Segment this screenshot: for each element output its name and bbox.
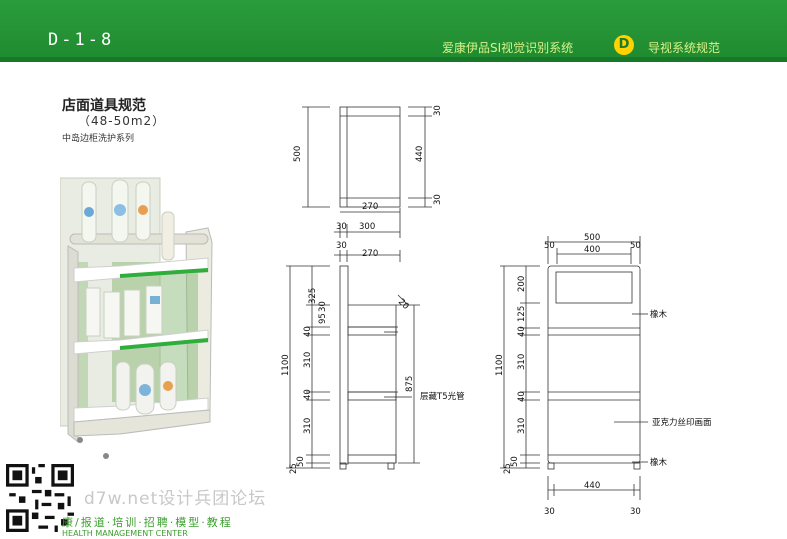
section-badge: D [614, 35, 634, 55]
dim-side-95: 95 [318, 313, 328, 324]
dim-front-1100: 1100 [495, 354, 505, 376]
dim-side-310b: 310 [303, 418, 313, 434]
dim-front-50b: 50 [630, 241, 641, 251]
label-wood-top: 橡木 [650, 309, 668, 320]
shelf-rendering [60, 177, 213, 459]
label-light: 层藏T5光管 [420, 391, 465, 402]
dim-top-30a: 30 [433, 105, 443, 116]
page-series: 中岛边柜洗护系列 [62, 134, 135, 144]
dim-side-270: 270 [362, 249, 378, 259]
dim-top-270: 270 [362, 202, 378, 212]
dim-front-400: 400 [584, 245, 600, 255]
dim-side-20: 20 [396, 297, 411, 312]
dim-front-40b: 40 [517, 391, 527, 402]
qr-code [6, 464, 74, 532]
dim-side-30: 30 [336, 241, 347, 251]
dim-front-125: 125 [517, 306, 527, 322]
dim-top-440: 440 [415, 146, 425, 162]
footer-slogan: 康/报道·培训·招聘·模型·教程 [62, 516, 233, 529]
page-area: （48-50m2） [78, 114, 166, 128]
dim-side-40a: 40 [303, 326, 313, 337]
dim-front-310b: 310 [517, 418, 527, 434]
section-subtitle: 导视系统规范 [648, 41, 721, 55]
dim-side-325: 325 [308, 288, 318, 304]
dim-side-1100: 1100 [281, 354, 291, 376]
dim-front-310a: 310 [517, 354, 527, 370]
dim-top-500: 500 [293, 146, 303, 162]
header-bar: D-1-8 爱康伊品SI视觉识别系统 D 导视系统规范 [0, 0, 787, 62]
forum-watermark: d7w.net设计兵团论坛 [84, 489, 267, 509]
dim-front-50: 50 [510, 456, 520, 467]
dim-front-30a: 30 [544, 507, 555, 517]
dim-front-500: 500 [584, 233, 600, 243]
dim-front-40a: 40 [517, 326, 527, 337]
label-wood-bottom: 橡木 [650, 457, 668, 468]
dim-top-30b: 30 [433, 194, 443, 205]
dim-front-30b: 30 [630, 507, 641, 517]
dim-side-40b: 40 [303, 389, 313, 400]
header-stripe [0, 57, 787, 62]
page-code: D-1-8 [48, 30, 115, 50]
dim-front-200: 200 [517, 276, 527, 292]
dim-side-875: 875 [405, 376, 415, 392]
dim-front-25: 25 [503, 463, 513, 474]
dim-top-30c: 30 [336, 222, 347, 232]
label-acrylic: 亚克力丝印画面 [652, 417, 712, 428]
dim-front-440: 440 [584, 481, 600, 491]
dim-side-50: 50 [296, 456, 306, 467]
dim-side-25: 25 [289, 463, 299, 474]
system-title: 爱康伊品SI视觉识别系统 [442, 41, 574, 55]
page-title: 店面道具规范 [62, 98, 146, 114]
company-name-en: HEALTH MANAGEMENT CENTER [62, 529, 188, 538]
dim-top-300: 300 [359, 222, 375, 232]
dim-side-310a: 310 [303, 352, 313, 368]
dim-front-50a: 50 [544, 241, 555, 251]
dim-side-30b: 30 [318, 301, 328, 312]
